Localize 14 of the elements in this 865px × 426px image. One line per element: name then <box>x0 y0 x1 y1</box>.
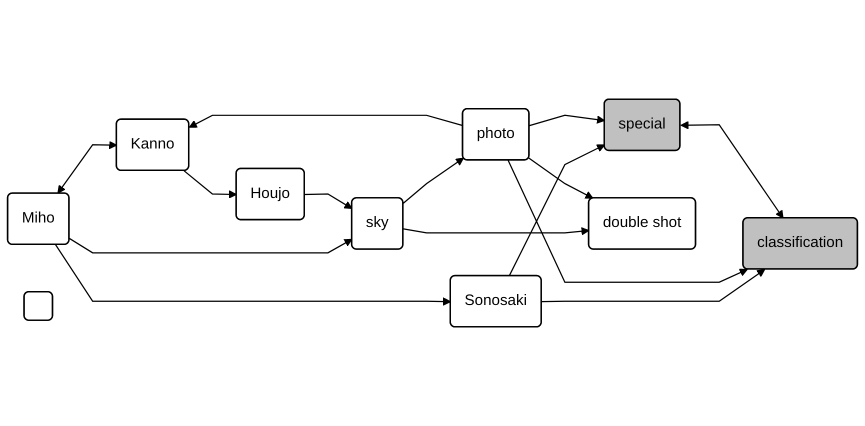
arrow <box>680 121 784 219</box>
arrow <box>184 170 237 199</box>
arrow <box>57 140 118 194</box>
arrow <box>529 114 606 126</box>
arrow <box>188 114 464 128</box>
arrow <box>528 157 594 199</box>
arrow <box>402 158 464 204</box>
arrow <box>55 244 452 306</box>
arrow <box>508 144 606 276</box>
arrow <box>403 227 590 236</box>
arrow <box>69 238 352 254</box>
arrow <box>508 160 748 283</box>
arrow <box>542 269 766 302</box>
arrow <box>304 193 352 210</box>
